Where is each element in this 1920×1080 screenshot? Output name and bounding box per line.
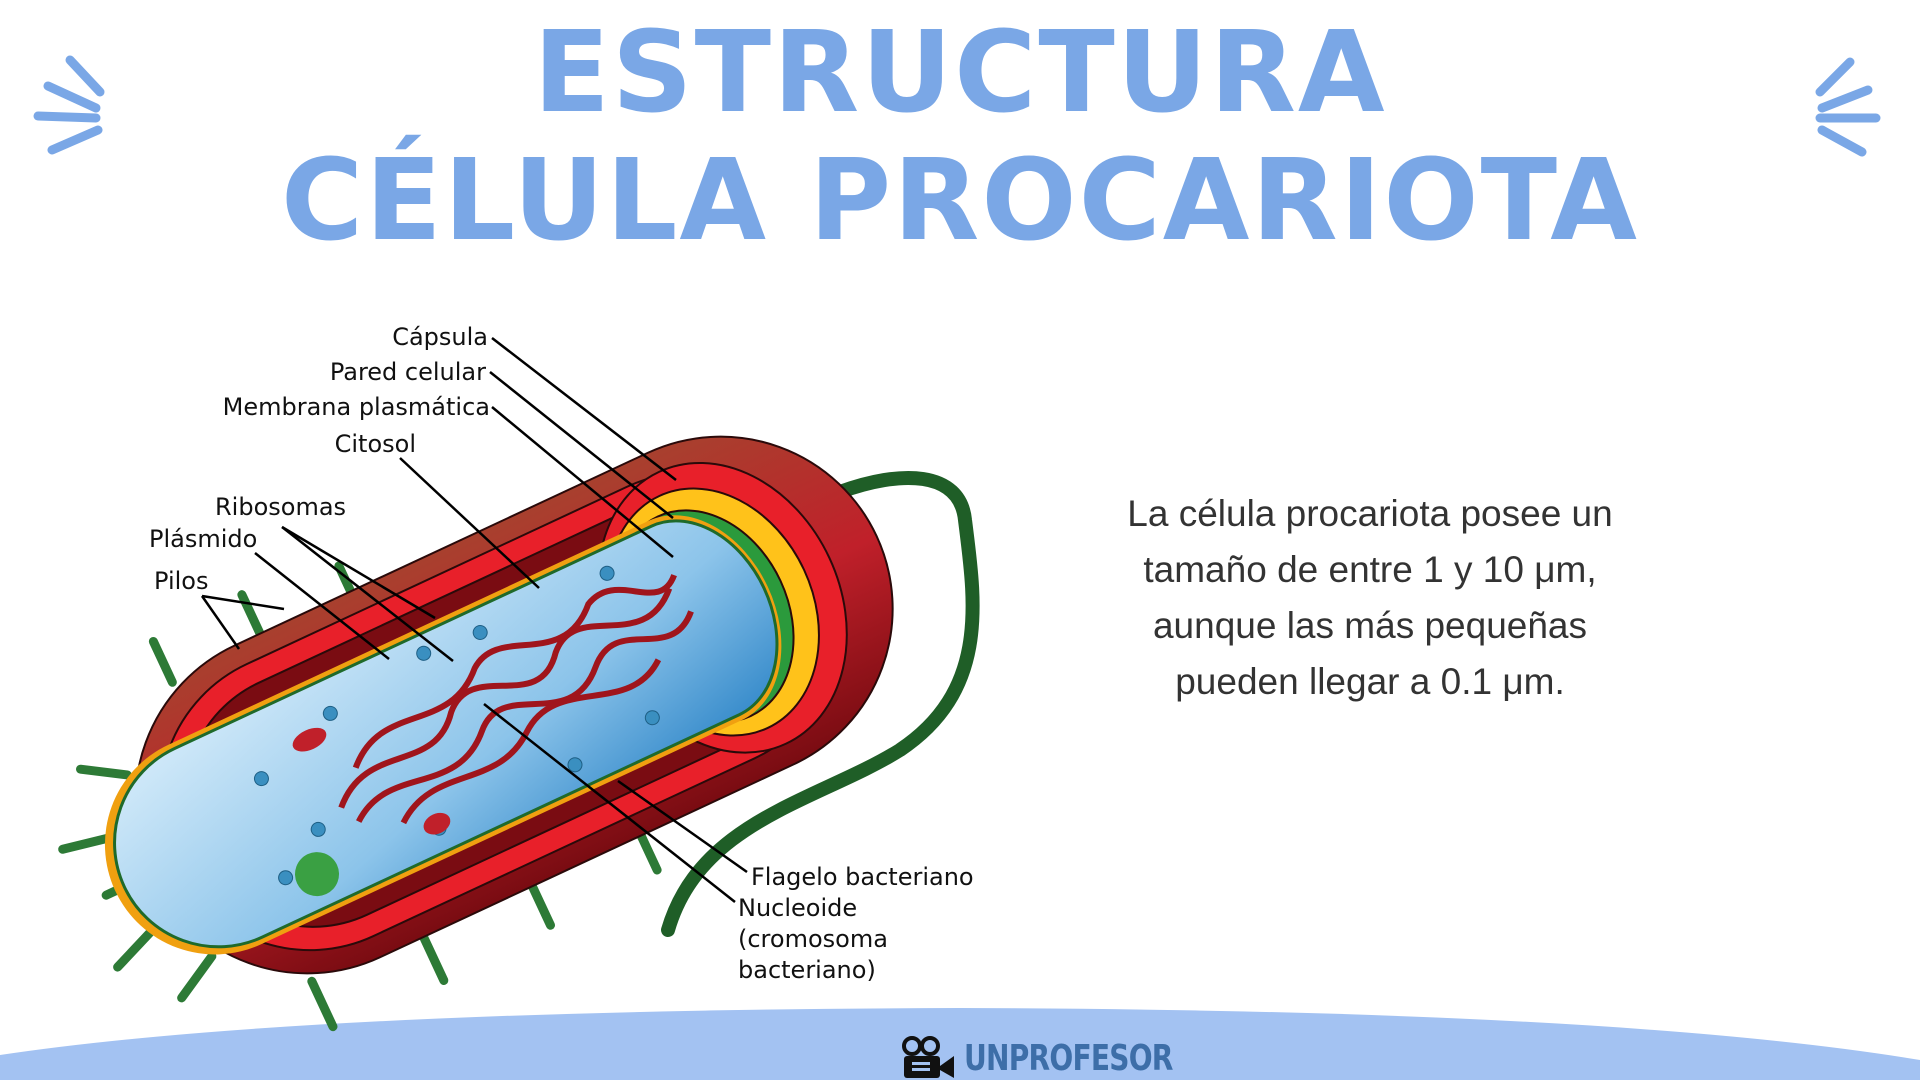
video-camera-icon: [902, 1036, 954, 1078]
nucleoid: [338, 573, 694, 825]
label-ribosomas: Ribosomas: [215, 493, 346, 521]
inclusion-body: [295, 852, 340, 897]
sunburst-left-icon: [33, 55, 105, 155]
label-nucleoide-detail-2: bacteriano): [738, 956, 876, 984]
label-pared-celular: Pared celular: [330, 358, 486, 386]
pili: [58, 561, 662, 1032]
description-line: aunque las más pequeñas: [1152, 605, 1588, 646]
description-line: tamaño de entre 1 y 10 μm,: [1143, 549, 1597, 590]
prokaryotic-cell: [58, 435, 894, 1032]
description-line: La célula procariota posee un: [1127, 493, 1613, 534]
label-pilos: Pilos: [154, 567, 208, 595]
label-capsula: Cápsula: [392, 323, 488, 351]
unprofesor-logo: UNPROFESOR: [900, 1036, 1232, 1080]
label-flagelo: Flagelo bacteriano: [751, 863, 974, 891]
title-line-2: CÉLULA PROCARIOTA: [281, 136, 1639, 266]
logo-text: UNPROFESOR: [964, 1037, 1173, 1079]
label-nucleoide: Nucleoide: [738, 894, 857, 922]
leader-lines: [200, 337, 748, 903]
description-line: pueden llegar a 0.1 μm.: [1175, 661, 1565, 702]
sunburst-right-icon: [1815, 57, 1881, 157]
description: La célula procariota posee un tamaño de …: [1070, 486, 1670, 710]
footer-wave: [0, 1008, 1920, 1080]
label-plasmido: Plásmido: [149, 525, 257, 553]
plasmids: [292, 727, 451, 835]
title-line-1: ESTRUCTURA: [533, 8, 1387, 138]
label-membrana-plasmatica: Membrana plasmática: [223, 393, 490, 421]
label-citosol: Citosol: [335, 430, 416, 458]
flagellum: [661, 471, 980, 937]
label-nucleoide-detail: (cromosoma: [738, 925, 888, 953]
